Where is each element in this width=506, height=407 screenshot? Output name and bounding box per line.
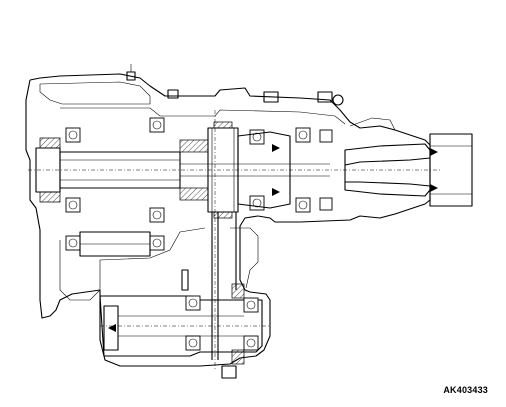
transfer-case-housing [25,73,431,367]
rear-output-flange [344,117,473,207]
input-shaft [28,137,440,203]
drive-chain [211,110,237,370]
countershaft [65,231,189,291]
top-bolts [126,64,344,106]
front-output-housing [99,283,270,379]
gear-sets [179,121,330,219]
figure-code: AK403433 [443,385,488,395]
